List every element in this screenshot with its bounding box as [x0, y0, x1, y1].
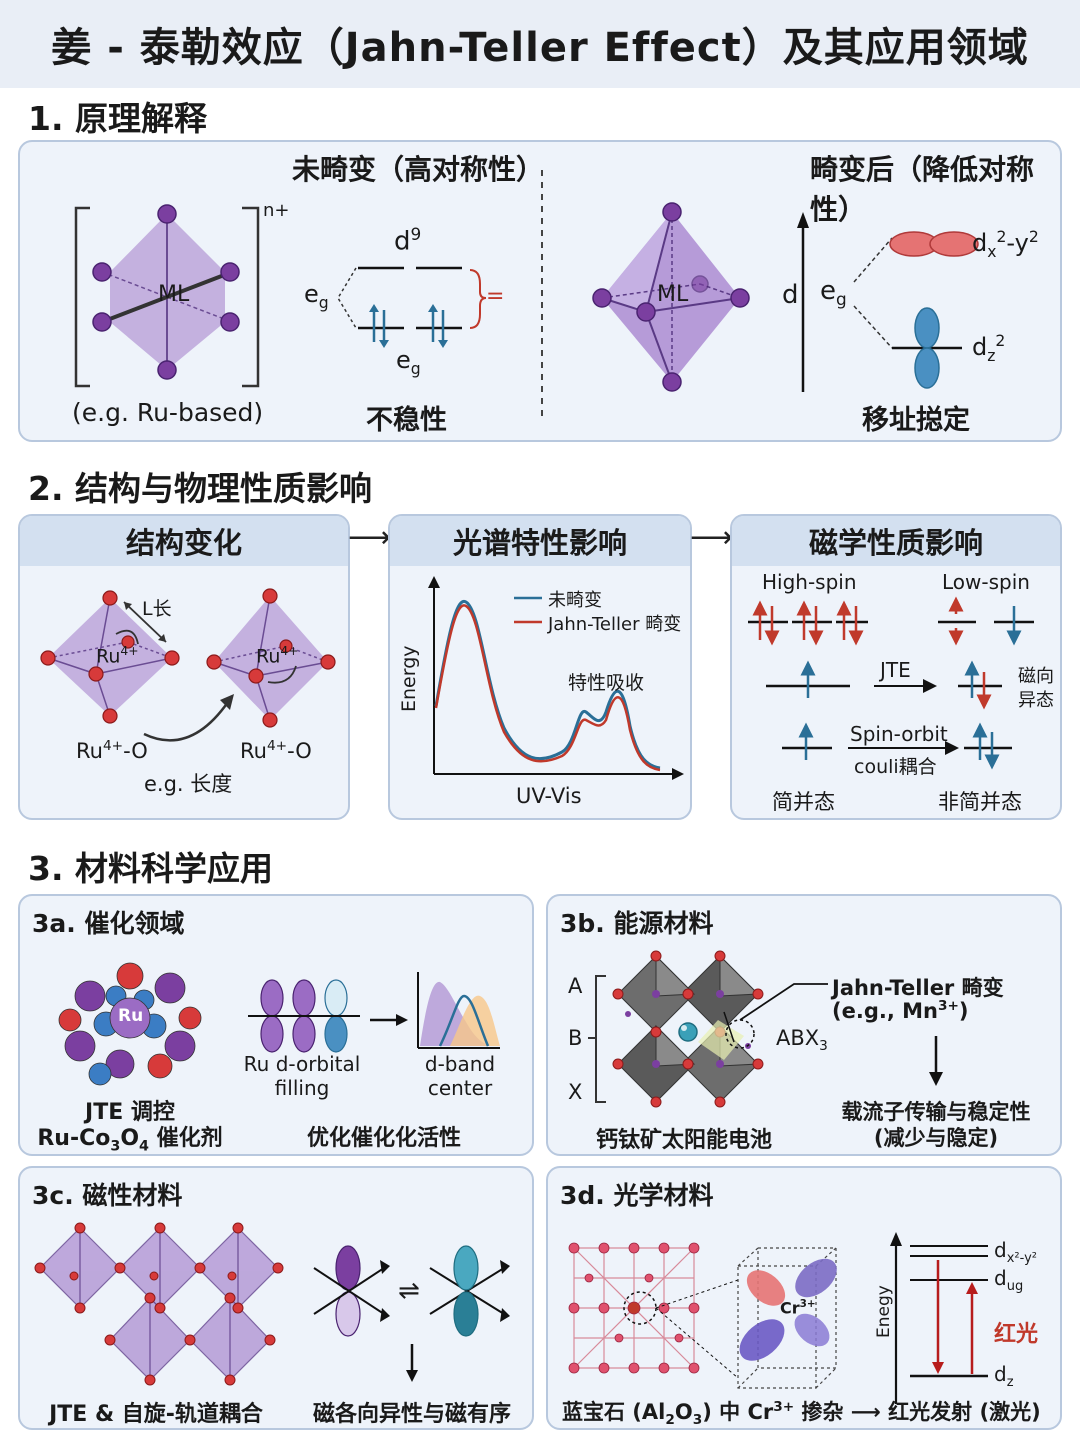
equals-sign: = — [486, 284, 505, 309]
spectra-panel: 光谱特性影响 未畸变 Jahn-Teller 畸变 特性吸收 Energy UV… — [388, 514, 692, 820]
magnetic-material-panel: 3c. 磁性材料 ⇌ — [18, 1166, 534, 1430]
magnetic-panel-title: 磁学性质影响 — [732, 516, 1060, 566]
d-band-label-1: d-band — [424, 1052, 496, 1076]
flow-arrow-1: ⟶ — [348, 520, 392, 555]
perovskite-diagram — [588, 950, 943, 1108]
carrier-label-2: (减少与隐定) — [873, 1126, 999, 1150]
flow-arrow-2: ⟶ — [690, 520, 734, 555]
energy-title: 3b. 能源材料 — [560, 909, 714, 938]
structure-panel: 结构变化 L长 Ru4+ Ru4+ Ru4 — [18, 514, 350, 820]
undistorted-title: 未畸变（高对称性） — [292, 153, 545, 186]
stabilized-label: 移址搃定 — [862, 405, 970, 436]
jte-control-label: JTE 调控 — [85, 1100, 175, 1125]
length-example: e.g. 长度 — [144, 772, 233, 796]
magnetic-aniso-label-1: 磁向 — [1018, 666, 1054, 687]
b-site-label: B — [568, 1026, 583, 1050]
structure-panel-title: 结构变化 — [20, 516, 348, 566]
optical-title: 3d. 光学材料 — [560, 1181, 714, 1210]
d-band-label-2: center — [427, 1076, 493, 1100]
legend-undistorted: 未畸变 — [548, 590, 602, 611]
spin-orbit-coupling-label: JTE & 自旋-轨道耦合 — [49, 1402, 263, 1427]
ru-o-right: Ru4+-O — [240, 738, 312, 763]
magnetic-panel: 磁学性质影响 — [730, 514, 1062, 820]
energy-d-label: d — [782, 280, 799, 310]
ml-label-left: ML — [158, 282, 190, 307]
legend-distorted: Jahn-Teller 畸变 — [548, 614, 682, 635]
dx2y2-level-label: dx²-y² — [994, 1238, 1037, 1266]
magnetic-material-diagram — [34, 1222, 510, 1386]
ru-nanoparticle-label: Ru — [118, 1006, 144, 1026]
energy-axis-label: Energy — [398, 645, 420, 712]
dz-level-label: dz — [994, 1362, 1014, 1390]
mn3-label: (e.g., Mn3+) — [832, 998, 969, 1023]
jahn-teller-label: Jahn-Teller 畸变 — [832, 976, 1004, 1000]
nondegenerate-label: 非简并态 — [938, 790, 1022, 814]
section-3-heading: 3. 材料科学应用 — [28, 849, 273, 888]
solar-cell-label: 钙钛矿太阳能电池 — [595, 1128, 773, 1153]
section-1-heading: 1. 原理解释 — [28, 99, 207, 138]
orbital-filling-label-2: filling — [274, 1076, 330, 1100]
magnetic-aniso-label-2: 异态 — [1018, 690, 1054, 711]
catalysis-diagram — [58, 962, 500, 1086]
low-spin-label: Low-spin — [942, 570, 1030, 594]
distorted-title: 畸变后（降低对称性） — [810, 153, 1035, 226]
cr3-label: Cr3+ — [780, 1298, 816, 1318]
ru-label-right: Ru4+ — [256, 644, 299, 668]
carrier-label-1: 载流子传输与稳定性 — [841, 1100, 1031, 1124]
page-title-bar: 姜 - 泰勒效应（Jahn-Teller Effect）及其应用领域 — [0, 0, 1080, 88]
magnetic-material-title: 3c. 磁性材料 — [32, 1181, 183, 1210]
dz2-label: dz2 — [972, 332, 1006, 365]
sapphire-caption: 蓝宝石 (Al2O3) 中 Cr3+ 掺杂 ⟶ 红光发射 (激光) — [562, 1399, 1041, 1429]
ru-label-left: Ru4+ — [96, 644, 139, 668]
uvvis-axis-label: UV-Vis — [516, 784, 582, 808]
principle-diagram — [74, 170, 979, 417]
long-bond-label: L长 — [142, 598, 172, 620]
principle-panel: 未畸变（高对称性） 畸变后（降低对称性） — [18, 140, 1062, 442]
high-spin-label: High-spin — [762, 570, 857, 594]
d9-label: d9 — [394, 224, 422, 257]
equilibrium-symbol: ⇌ — [398, 1276, 420, 1306]
x-site-label: X — [568, 1080, 583, 1104]
optical-panel: 3d. 光学材料 — [546, 1166, 1062, 1430]
dug-level-label: dug — [994, 1266, 1024, 1294]
eg-label-upper: eg — [304, 280, 329, 312]
charge-label: n+ — [263, 200, 290, 221]
unstable-label: 不稳性 — [366, 405, 447, 436]
catalysis-panel: 3a. 催化领域 Ru Ru — [18, 894, 534, 1156]
abx3-label: ABX3 — [776, 1026, 828, 1055]
section-2-heading: 2. 结构与物理性质影响 — [28, 469, 372, 508]
optimize-activity-label: 优化催化化活性 — [306, 1126, 462, 1151]
eg-label-right: eg — [820, 276, 847, 310]
anisotropy-label: 磁各向异性与磁有序 — [312, 1402, 512, 1427]
spin-diagram — [748, 596, 1034, 770]
catalyst-label: Ru-Co3O4 催化剂 — [37, 1126, 223, 1155]
absorption-label: 特性吸收 — [568, 672, 645, 694]
catalysis-title: 3a. 催化领域 — [32, 909, 185, 938]
orbital-filling-label-1: Ru d-orbital — [243, 1052, 361, 1076]
dx2-y2-label: dx2-y2 — [972, 228, 1039, 261]
spin-orbit-label: Spin-orbit — [850, 722, 948, 746]
energy-panel: 3b. 能源材料 A B X Jahn-Teller — [546, 894, 1062, 1156]
jte-label: JTE — [880, 658, 911, 682]
ru-based-example: (e.g. Ru-based) — [72, 398, 264, 427]
ml-label-right: ML — [657, 282, 689, 307]
red-light-label: 红光 — [994, 1322, 1039, 1347]
eg-label-lower: eg — [396, 346, 421, 378]
structure-diagram — [40, 588, 336, 742]
page-title: 姜 - 泰勒效应（Jahn-Teller Effect）及其应用领域 — [51, 25, 1029, 71]
coupling-label: couli耦合 — [854, 756, 937, 778]
spectra-plot — [428, 576, 684, 780]
spectra-panel-title: 光谱特性影响 — [390, 516, 690, 566]
degenerate-label: 简并态 — [772, 790, 835, 814]
a-site-label: A — [568, 974, 583, 998]
ru-o-left: Ru4+-O — [76, 738, 148, 763]
optical-diagram — [568, 1232, 988, 1404]
energy-axis-label-optical: Enegy — [874, 1285, 894, 1338]
